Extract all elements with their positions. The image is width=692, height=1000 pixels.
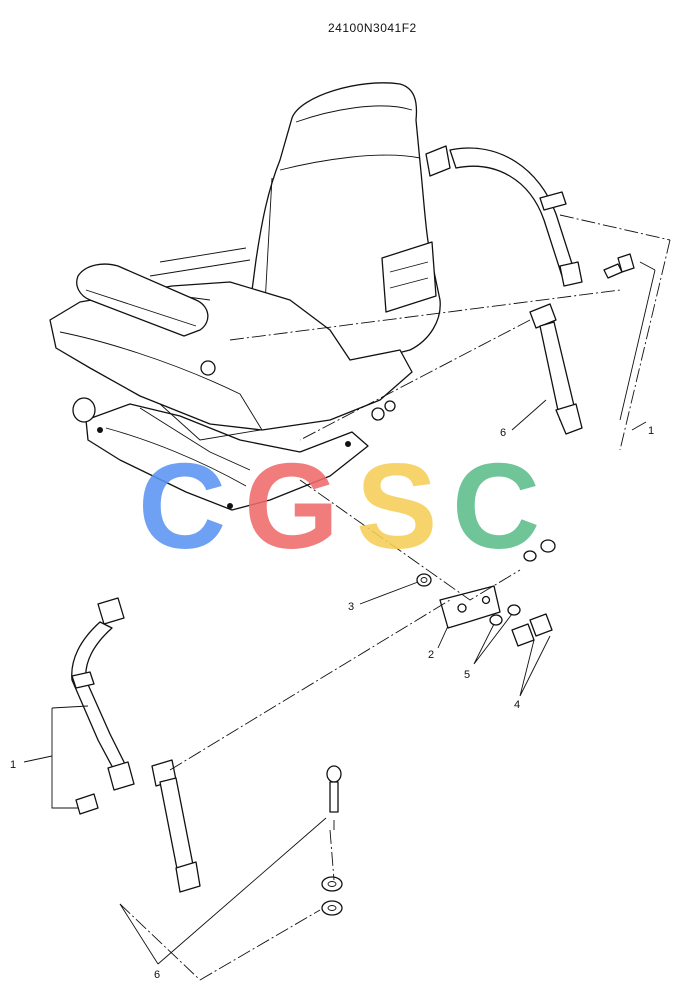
drawing-code: 24100N3041F2 (328, 21, 417, 35)
leader-lines (23, 399, 647, 965)
washer-3 (416, 573, 432, 587)
right-belt-assembly (425, 145, 635, 435)
callout-4: 4 (514, 699, 520, 711)
operator-seat (49, 82, 441, 511)
callout-6-left: 6 (154, 969, 160, 981)
callout-1-left: 1 (10, 759, 16, 771)
callout-1-right: 1 (648, 425, 654, 437)
bracket-callout-1-left (51, 705, 89, 809)
assembly-center-lines (119, 214, 671, 981)
watermark-letter-c2: C (452, 438, 540, 574)
callout-3: 3 (348, 601, 354, 613)
watermark-letter-g: G (244, 438, 339, 574)
bracket-callout-1-right (619, 261, 656, 421)
left-belt-assembly (71, 597, 343, 916)
watermark-logo: C G S C (138, 438, 540, 574)
lock-washers-5 (489, 539, 556, 626)
mounting-bracket (439, 585, 501, 629)
bolts-4 (511, 613, 553, 647)
watermark-letter-s: S (356, 438, 437, 574)
callout-6-right: 6 (500, 427, 506, 439)
watermark-letter-c1: C (138, 438, 226, 574)
callout-2: 2 (428, 649, 434, 661)
callout-5: 5 (464, 669, 470, 681)
